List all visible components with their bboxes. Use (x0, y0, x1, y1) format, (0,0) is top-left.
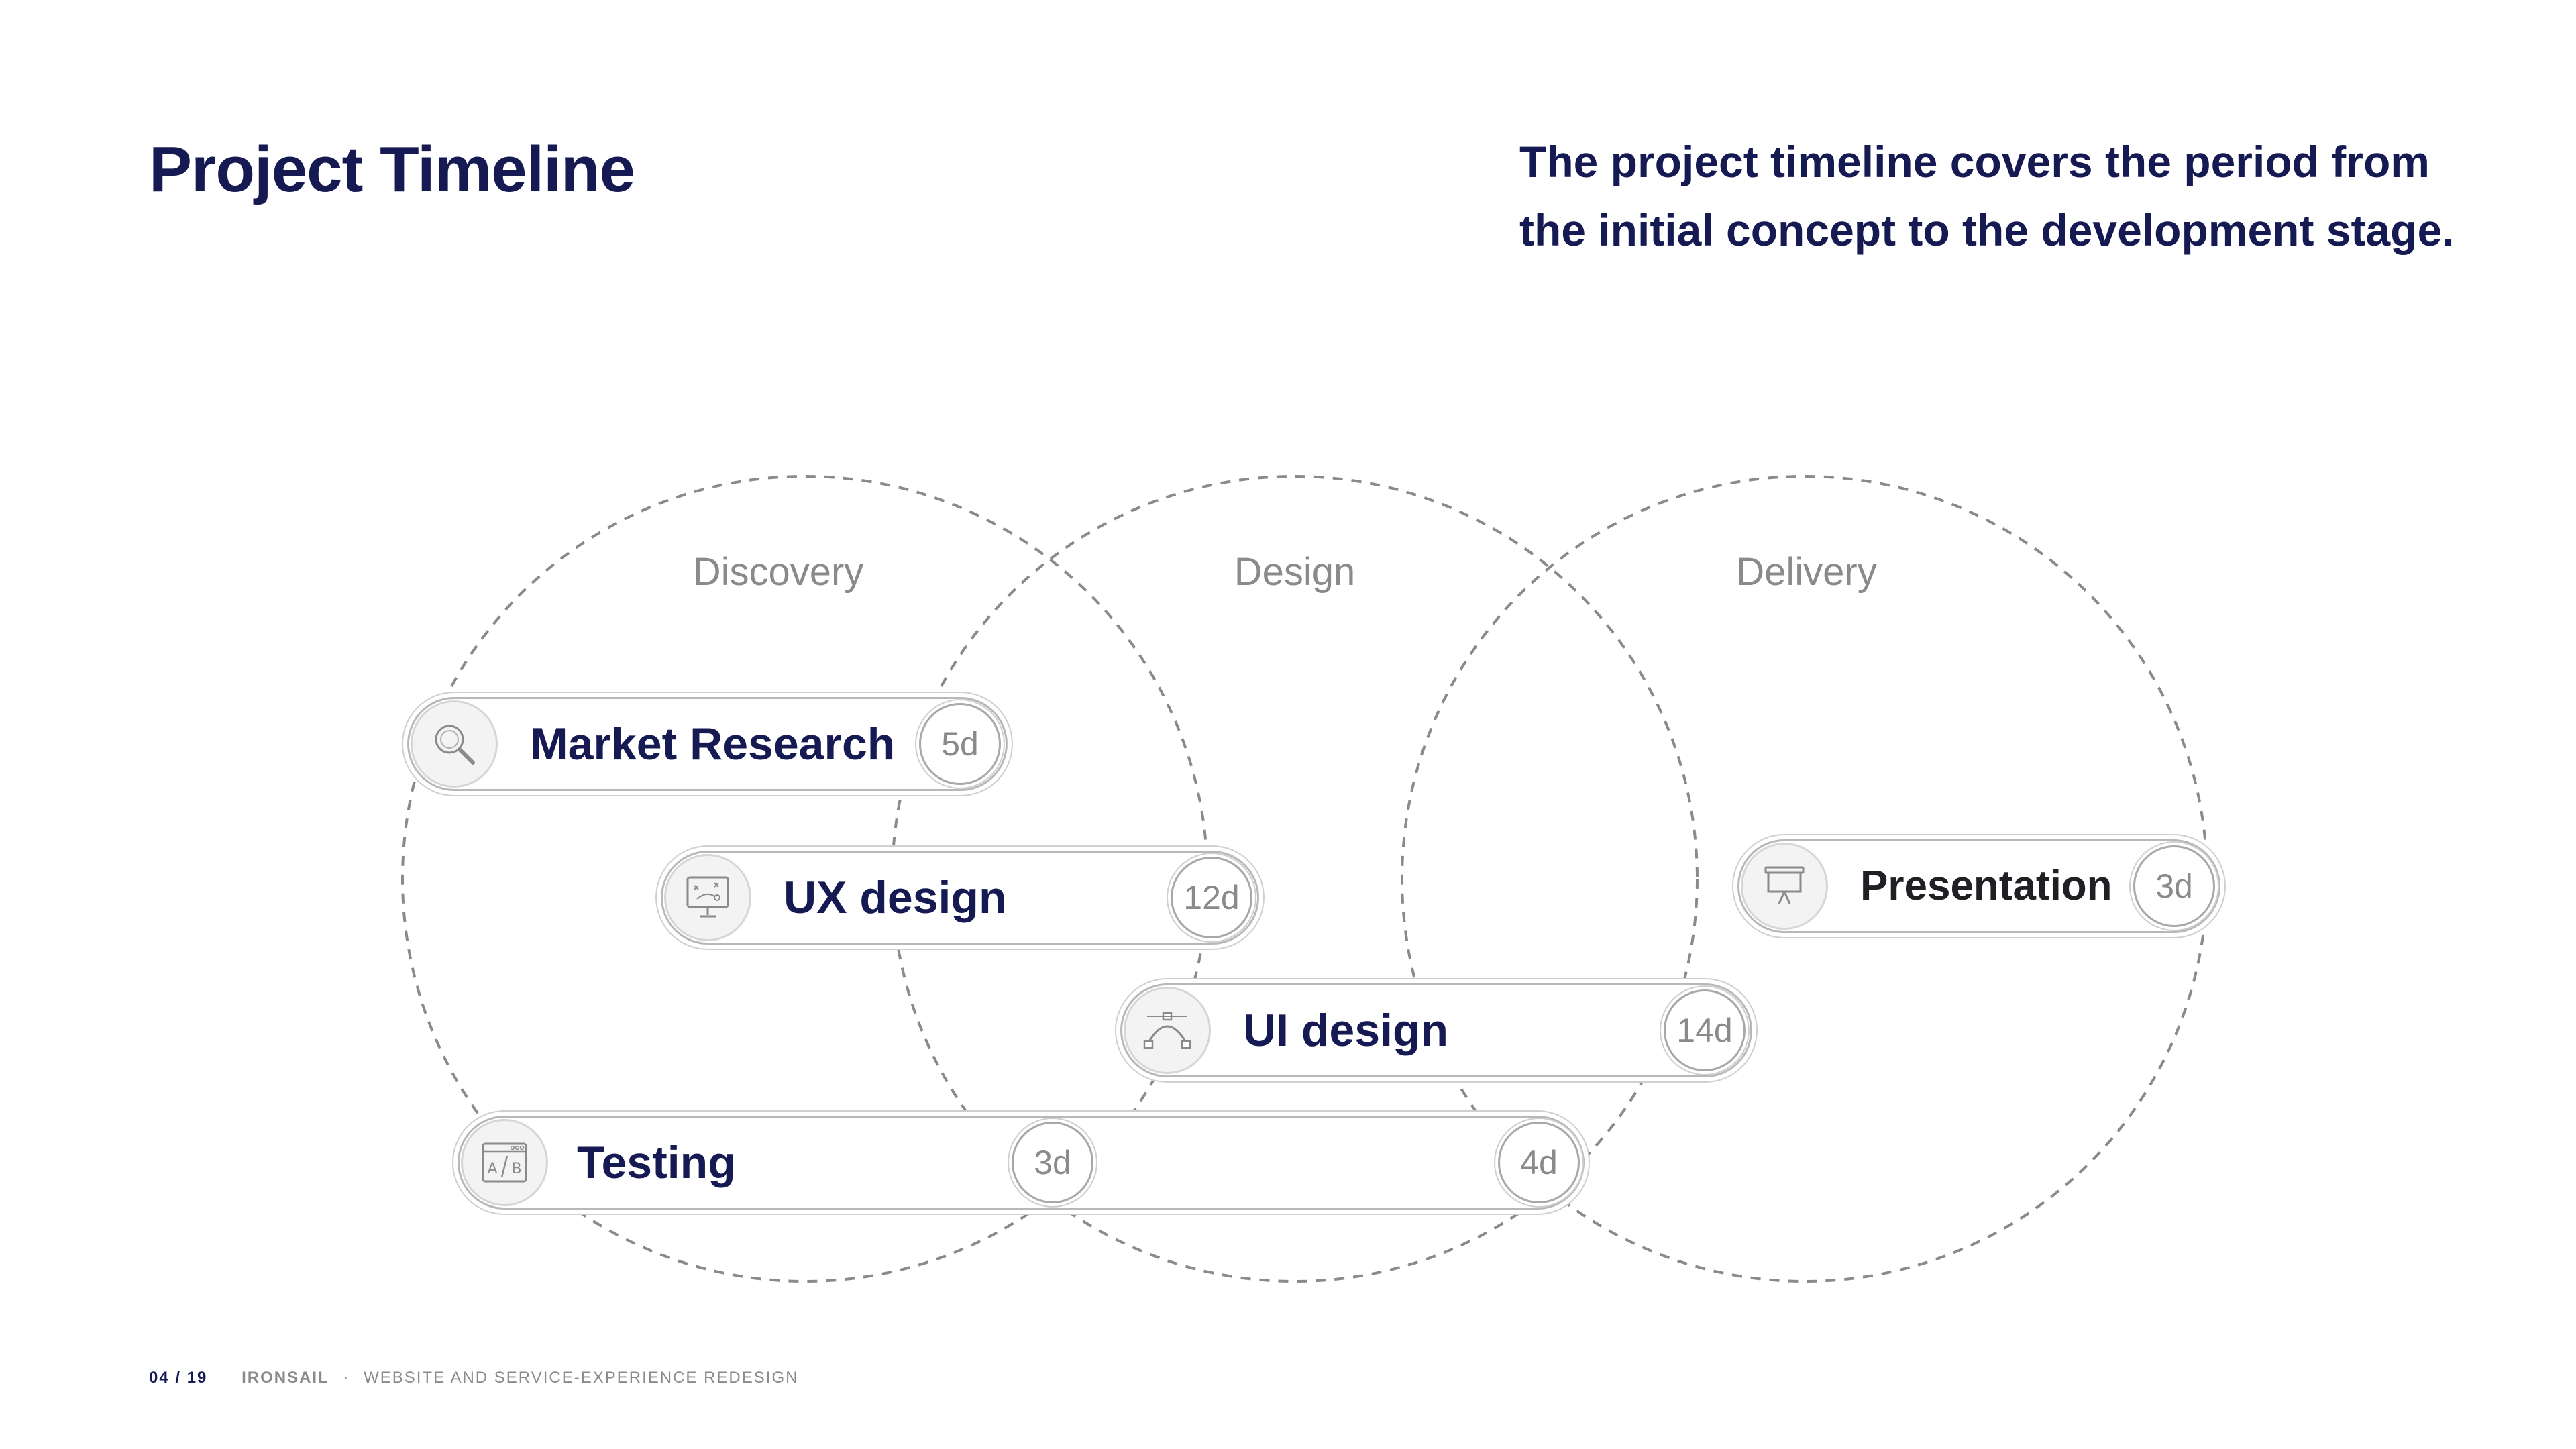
task-label: Testing (577, 1137, 736, 1188)
page-title: Project Timeline (149, 133, 635, 205)
svg-text:A: A (487, 1161, 497, 1177)
page-number: 04 / 19 (149, 1368, 208, 1387)
phase-label-design: Design (1234, 550, 1356, 594)
bezier-pen-icon (1124, 987, 1211, 1074)
task-label: Market Research (530, 718, 896, 769)
task-pill-market-research[interactable]: Market Research 5d (407, 697, 1008, 791)
footer-project-name: IRONSAIL (241, 1368, 329, 1387)
duration-badge: 5d (919, 703, 1001, 785)
duration-badge: 3d (1012, 1122, 1093, 1203)
task-pill-presentation[interactable]: Presentation 3d (1737, 839, 2220, 933)
task-label: UI design (1243, 1005, 1449, 1056)
task-label: UX design (784, 872, 1007, 923)
svg-text:B: B (511, 1161, 521, 1177)
duration-badge: 14d (1664, 989, 1746, 1071)
task-pill-ux-design[interactable]: UX design 12d (661, 851, 1259, 945)
wireframe-monitor-icon (664, 854, 751, 941)
task-pill-ui-design[interactable]: UI design 14d (1120, 983, 1752, 1077)
magnifier-icon (411, 700, 498, 788)
phase-label-discovery: Discovery (693, 550, 864, 594)
footer-subtitle: WEBSITE AND SERVICE-EXPERIENCE REDESIGN (364, 1368, 799, 1387)
duration-badge: 3d (2133, 845, 2215, 927)
page-description: The project timeline covers the period f… (1519, 137, 2455, 255)
phase-label-delivery: Delivery (1736, 550, 1877, 594)
footer-separator: · (343, 1368, 350, 1387)
task-label: Presentation (1860, 863, 2112, 909)
duration-badge: 4d (1498, 1122, 1580, 1203)
footer: 04 / 19 IRONSAIL · WEBSITE AND SERVICE-E… (149, 1368, 798, 1387)
duration-badge: 12d (1171, 857, 1252, 938)
presentation-board-icon (1741, 843, 1828, 930)
